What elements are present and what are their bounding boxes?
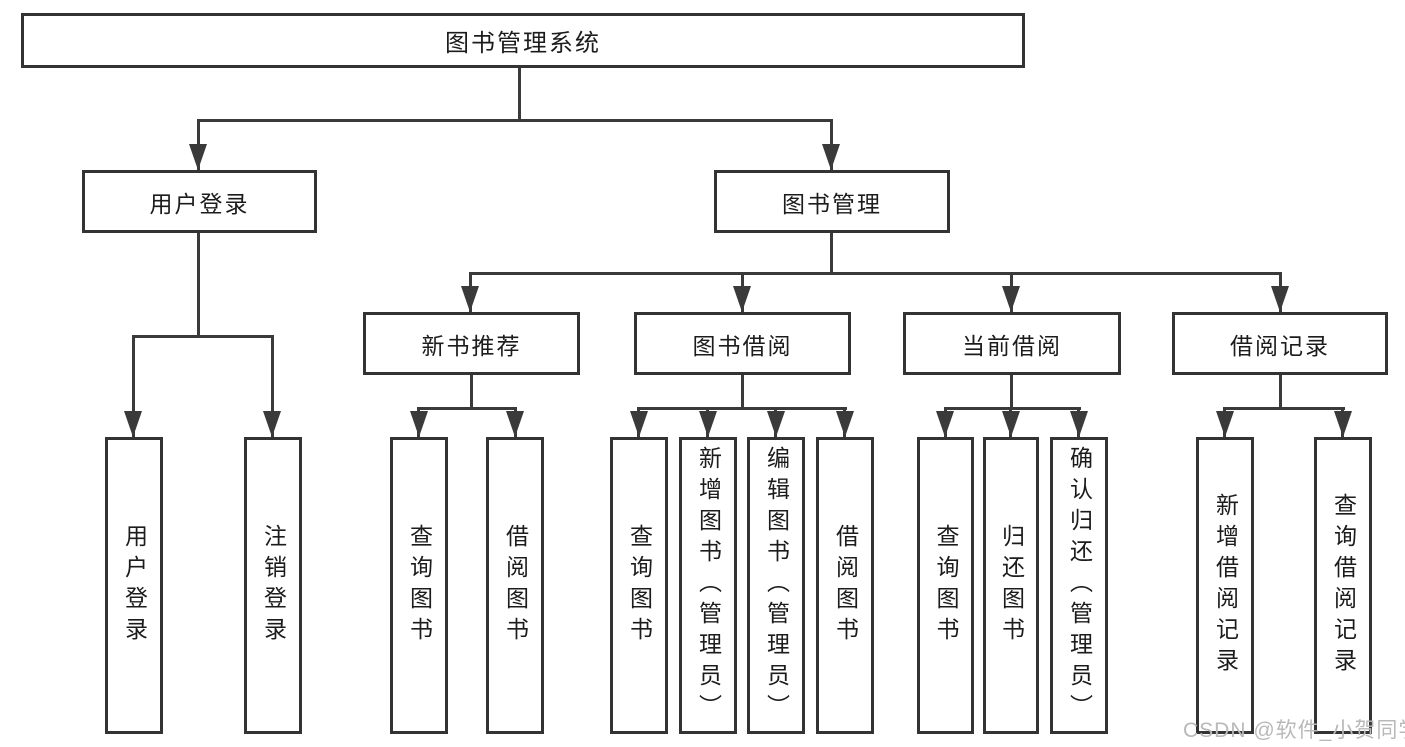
leaf-current-confirm-return-admin: 确认归还（管理员） [1050,437,1108,734]
node-user-login-label: 用户登录 [149,190,250,217]
arrowhead-down-icon [461,286,479,312]
node-root-label: 图书管理系统 [445,30,601,57]
arrowhead-down-icon [1002,411,1020,437]
leaf-recommend-borrow-books-label: 借阅图书 [502,523,529,648]
connector-manage-stem [830,233,833,272]
connector-root-bar [197,119,833,122]
node-user-login: 用户登录 [82,170,317,233]
node-current-borrow-label: 当前借阅 [962,332,1062,359]
leaf-borrow-borrow-books: 借阅图书 [816,437,874,734]
node-book-borrow-label: 图书借阅 [692,332,793,359]
connector-recommend-bar [417,407,517,410]
arrowhead-down-icon [699,411,717,437]
leaf-recommend-borrow-books: 借阅图书 [486,437,544,734]
connector-recommend-stem [470,375,473,407]
connector-login-stem [197,233,200,335]
watermark: CSDN @软件_小贺同学 [1183,719,1405,742]
node-book-borrow: 图书借阅 [634,312,851,375]
leaf-records-add-borrow-record-label: 新增借阅记录 [1212,492,1239,679]
connector-login-to-logout [271,338,274,437]
leaf-recommend-query-books-label: 查询图书 [406,523,433,648]
connector-borrow-bar [637,407,847,410]
node-current-borrow: 当前借阅 [903,312,1121,375]
node-borrow-records: 借阅记录 [1172,312,1388,375]
node-new-book-recommend: 新书推荐 [363,312,580,375]
arrowhead-down-icon [189,144,207,170]
arrowhead-down-icon [263,411,281,437]
arrowhead-down-icon [836,411,854,437]
arrowhead-down-icon [733,286,751,312]
arrowhead-down-icon [1271,286,1289,312]
arrowhead-down-icon [1070,411,1088,437]
leaf-current-query-books-label: 查询图书 [933,523,959,648]
node-new-book-recommend-label: 新书推荐 [421,332,522,359]
leaf-borrow-add-books-admin: 新增图书（管理员） [679,437,737,734]
arrowhead-down-icon [936,411,954,437]
leaf-recommend-query-books: 查询图书 [390,437,448,734]
leaf-borrow-edit-books-admin: 编辑图书（管理员） [747,437,805,734]
leaf-borrow-edit-books-admin-label: 编辑图书（管理员） [763,446,790,725]
node-root-system: 图书管理系统 [21,13,1025,68]
leaf-logout-label: 注销登录 [260,523,287,648]
connector-current-bar [944,407,1081,410]
arrowhead-down-icon [1002,286,1020,312]
connector-current-stem [1010,375,1013,407]
node-borrow-records-label: 借阅记录 [1230,332,1330,359]
connector-root-stem [518,68,521,119]
connector-login-bar [132,335,274,338]
leaf-records-query-borrow-record: 查询借阅记录 [1314,437,1372,734]
arrowhead-down-icon [630,411,648,437]
arrowhead-down-icon [124,411,142,437]
arrowhead-down-icon [1334,411,1352,437]
leaf-current-return-books-label: 归还图书 [998,523,1025,648]
leaf-borrow-borrow-books-label: 借阅图书 [832,523,859,648]
arrowhead-down-icon [767,411,785,437]
leaf-borrow-query-books: 查询图书 [610,437,668,734]
arrowhead-down-icon [506,411,524,437]
connector-manage-bar [469,272,1282,275]
connector-borrow-stem [741,375,744,407]
arrowhead-down-icon [1216,411,1234,437]
leaf-borrow-query-books-label: 查询图书 [626,523,653,648]
leaf-borrow-add-books-admin-label: 新增图书（管理员） [695,446,722,725]
leaf-current-query-books: 查询图书 [917,437,974,734]
connector-records-bar [1223,407,1345,410]
leaf-current-confirm-return-admin-label: 确认归还（管理员） [1066,446,1093,725]
leaf-records-add-borrow-record: 新增借阅记录 [1196,437,1254,734]
leaf-user-login-label: 用户登录 [121,523,148,648]
node-book-management: 图书管理 [714,170,950,233]
leaf-logout: 注销登录 [244,437,302,734]
arrowhead-down-icon [822,144,840,170]
arrowhead-down-icon [410,411,428,437]
leaf-user-login: 用户登录 [105,437,163,734]
node-book-management-label: 图书管理 [782,190,882,217]
connector-records-stem [1279,375,1282,407]
connector-login-to-user-login [132,338,135,437]
leaf-records-query-borrow-record-label: 查询借阅记录 [1330,492,1357,679]
leaf-current-return-books: 归还图书 [983,437,1039,734]
